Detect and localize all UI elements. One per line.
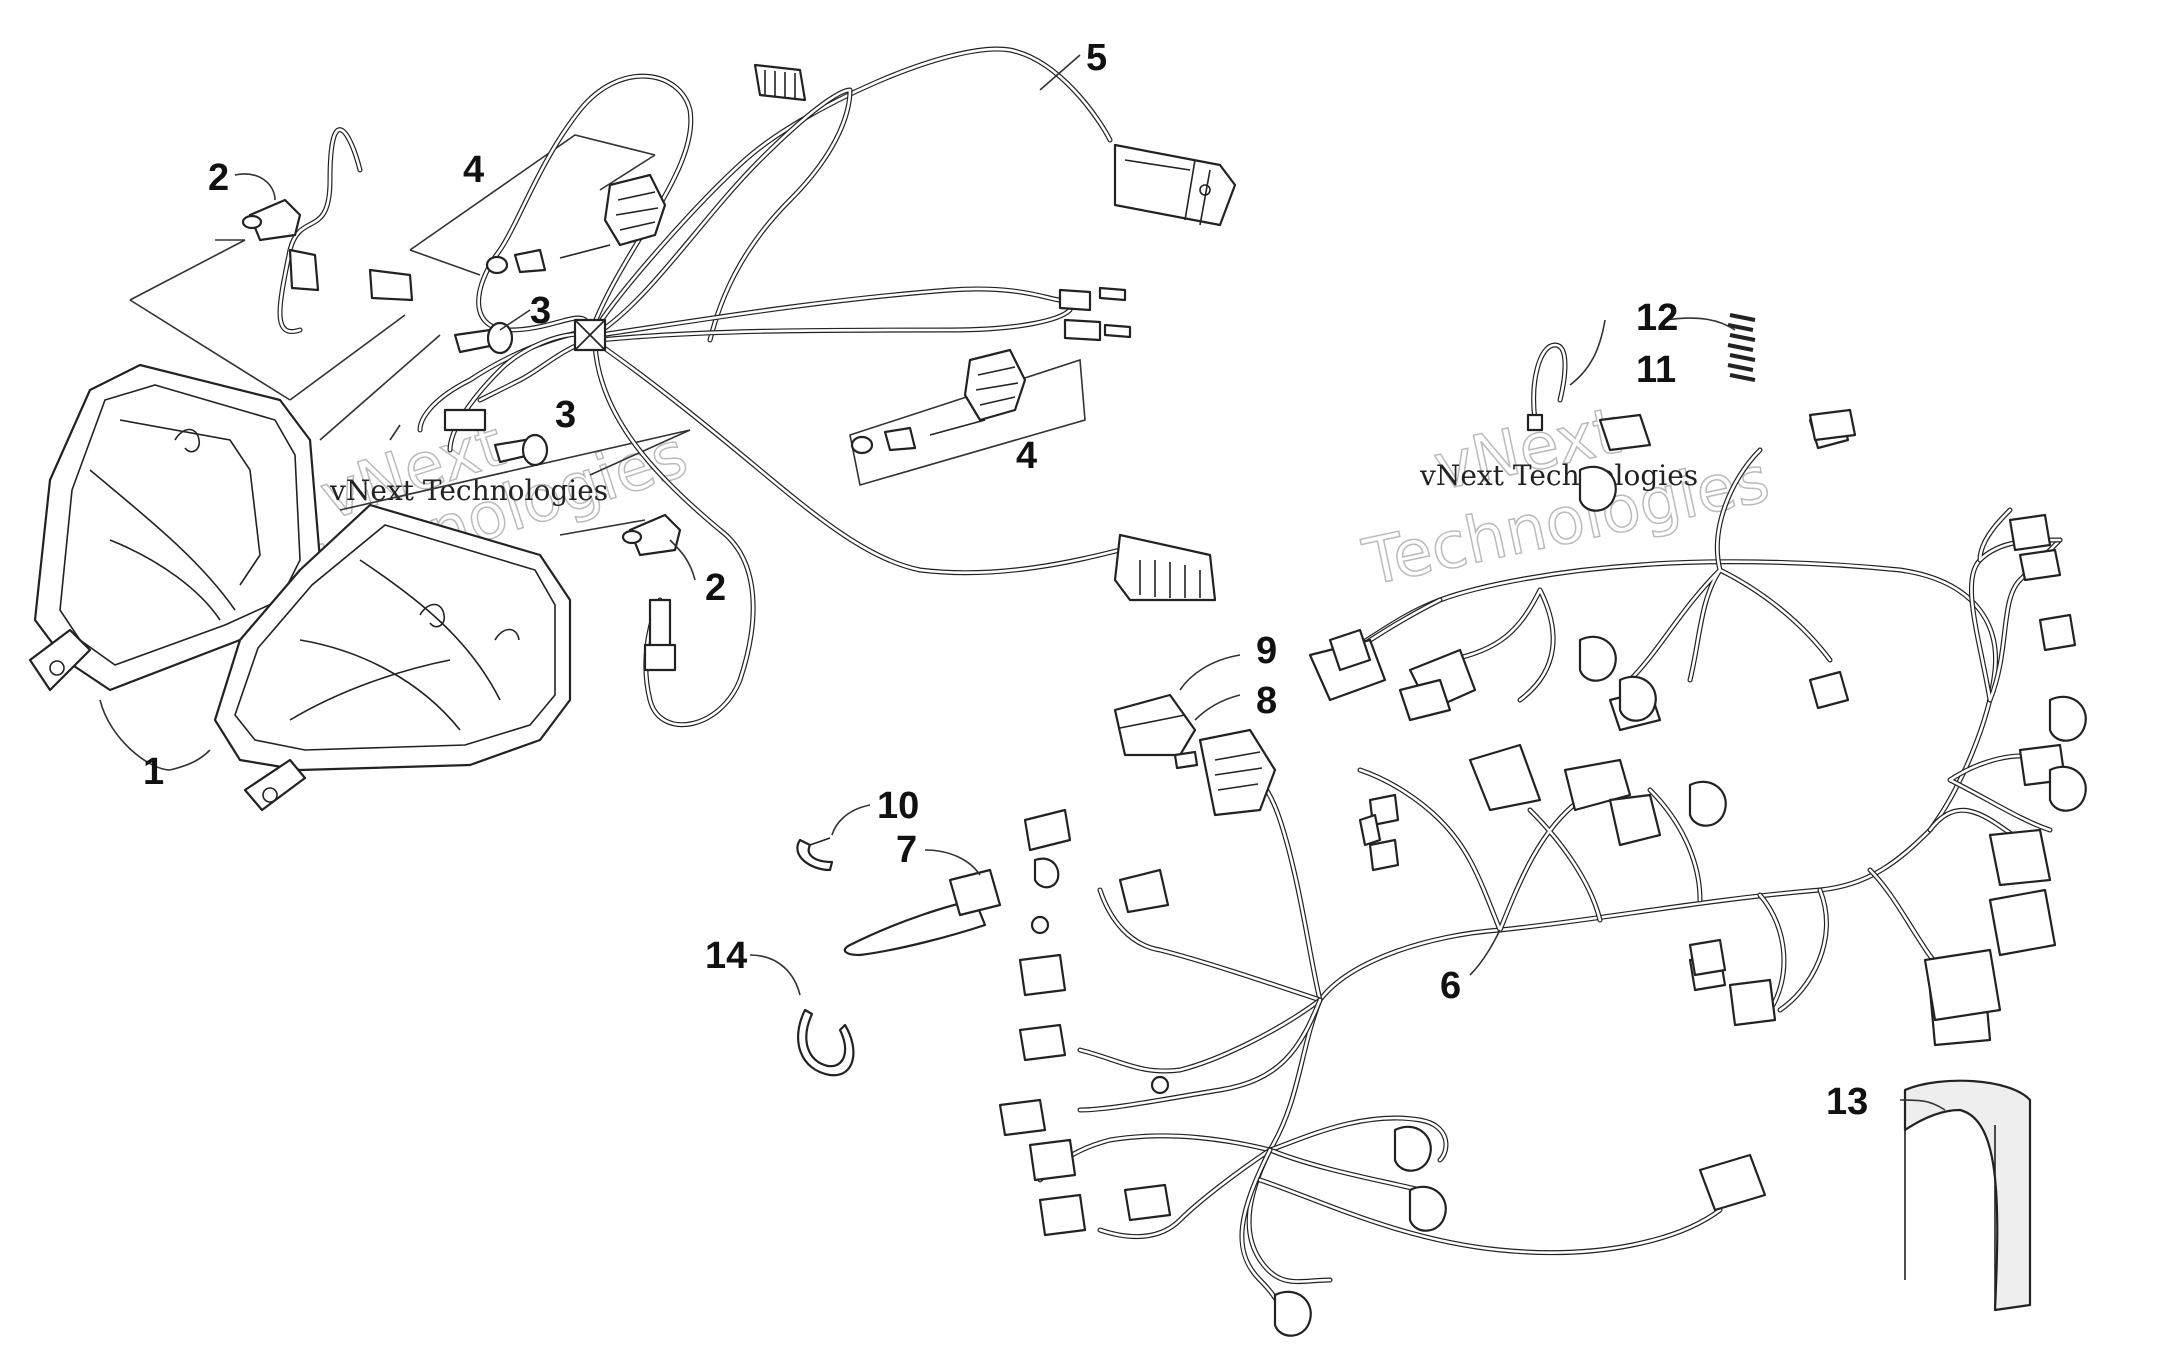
leader-6: [1469, 929, 1501, 976]
leader-1a: [99, 699, 171, 771]
callout-12: 12: [1636, 297, 1678, 339]
callout-2-mid: 2: [705, 567, 726, 609]
callout-9: 9: [1256, 630, 1277, 672]
watermark-right-small: vNext Technologies: [1419, 459, 1698, 492]
watermark-left-small: vNext Technologies: [329, 474, 608, 507]
bulb-3a: [453, 321, 514, 355]
leader-14: [749, 954, 801, 996]
leader-lines: [99, 54, 1946, 1111]
bulb-3b: [493, 433, 549, 467]
callout-10: 10: [877, 785, 919, 827]
socket-2a: [241, 198, 302, 242]
part-13-sleeve: [1903, 1079, 2032, 1312]
leader-7: [924, 849, 981, 876]
part-9-cap: [1113, 693, 1197, 757]
leader-10: [831, 804, 871, 836]
callout-3-top: 3: [530, 290, 551, 332]
callout-13: 13: [1826, 1081, 1868, 1123]
headlight-left: [28, 363, 322, 692]
callout-labels: 2 4 3 3 2 1 5 4 12 11 9 8 10 7 14 6 13: [143, 37, 1868, 1123]
leader-3b: [389, 424, 401, 441]
callout-2-top: 2: [208, 157, 229, 199]
callout-8: 8: [1256, 680, 1277, 722]
leader-2b: [669, 539, 696, 581]
adjuster-4b: [850, 348, 1027, 455]
leader-11: [1569, 319, 1606, 386]
callout-4-right: 4: [1016, 435, 1037, 477]
leader-13: [1899, 1099, 1946, 1111]
leader-12: [1664, 317, 1736, 331]
upper-harness: [277, 46, 1123, 728]
part-14-clamp: [797, 1008, 855, 1077]
part-7-boot: [843, 868, 1002, 957]
callout-4-top: 4: [463, 149, 484, 191]
adjuster-4a: [485, 173, 667, 275]
part-10-clamp: [796, 837, 834, 872]
leader-5: [1039, 54, 1081, 91]
headlight-right: [213, 503, 572, 812]
callout-14: 14: [705, 935, 747, 977]
socket-2b: [621, 513, 682, 557]
callout-1: 1: [143, 751, 164, 793]
lower-harness-connectors: [998, 408, 2087, 1337]
callout-5: 5: [1086, 37, 1107, 79]
leader-2a: [234, 173, 276, 201]
part-8-seal: [1173, 750, 1199, 770]
leader-1b: [169, 749, 211, 771]
callout-6: 6: [1440, 965, 1461, 1007]
upper-harness-connectors: [288, 63, 1237, 672]
part-12-spring: [1727, 313, 1756, 382]
callout-7: 7: [896, 829, 917, 871]
leader-3a: [499, 309, 531, 331]
callout-11: 11: [1636, 349, 1676, 391]
leader-9: [1179, 654, 1241, 691]
callout-3-mid: 3: [555, 394, 576, 436]
part-11-wire: [1526, 342, 1568, 432]
leader-8: [1194, 694, 1241, 721]
